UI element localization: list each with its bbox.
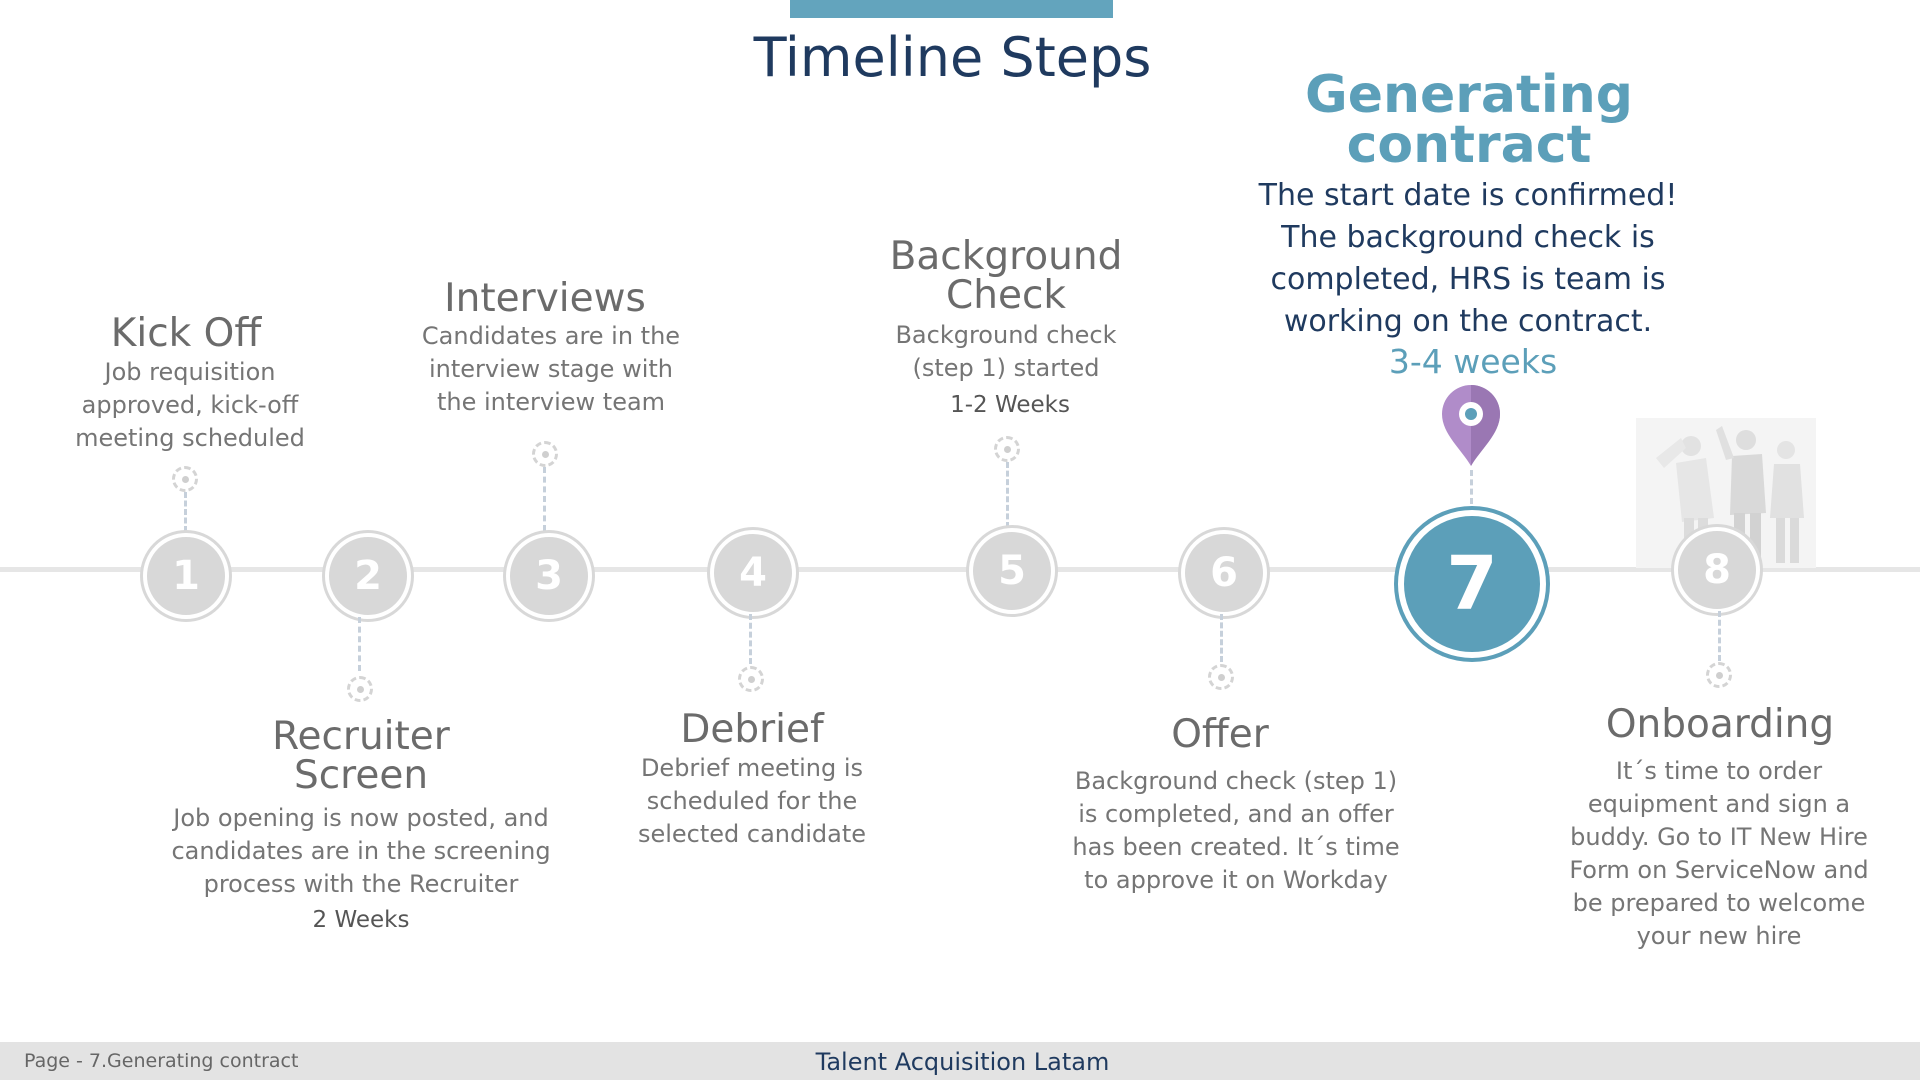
step-4-connector [749, 614, 752, 664]
footer-page-label: Page - 7.Generating contract [24, 1050, 299, 1072]
step-5-duration: 1-2 Weeks [950, 392, 1070, 418]
step-2-connector [358, 617, 361, 671]
step-8-dot-icon [1706, 662, 1732, 688]
header-accent-bar [790, 0, 1113, 18]
step-6-description: Background check (step 1) is completed, … [1072, 767, 1400, 894]
step-8-connector [1718, 611, 1721, 661]
step-8-circle[interactable]: 8 [1674, 527, 1760, 613]
step-5-dot-icon [994, 436, 1020, 462]
step-5-description: Background check (step 1) started [895, 321, 1117, 382]
step-4-description: Debrief meeting is scheduled for the sel… [637, 754, 867, 848]
step-6-dot-icon [1208, 664, 1234, 690]
page-title: Timeline Steps [753, 26, 1152, 89]
step-1-connector [184, 492, 187, 532]
step-3-description: Candidates are in the interview stage wi… [421, 322, 681, 416]
step-1-description: Job requisition approved, kick-off meeti… [75, 358, 305, 452]
step-6-connector [1220, 614, 1223, 662]
step-1-dot-icon [172, 466, 198, 492]
step-2-title: Recruiter Screen [272, 714, 450, 798]
step-6-title: Offer [1171, 712, 1269, 757]
timeline-axis [0, 567, 1920, 572]
step-5-circle[interactable]: 5 [969, 528, 1055, 614]
active-step-description: The start date is confirmed! The backgro… [1258, 178, 1678, 339]
step-4-circle[interactable]: 4 [710, 530, 796, 616]
active-step-duration: 3-4 weeks [1388, 342, 1558, 381]
footer-title: Talent Acquisition Latam [815, 1048, 1110, 1076]
footer-bar [0, 1042, 1920, 1080]
step-3-dot-icon [532, 441, 558, 467]
step-3-connector [543, 467, 546, 531]
active-step-title: Generating contract [1305, 65, 1633, 175]
step-6-circle[interactable]: 6 [1181, 530, 1267, 616]
step-1-circle[interactable]: 1 [143, 533, 229, 619]
step-2-description: Job opening is now posted, and candidate… [171, 804, 551, 898]
step-2-duration: 2 Weeks [312, 907, 410, 933]
step-1-title: Kick Off [110, 311, 262, 356]
step-5-connector [1006, 462, 1009, 528]
step-7-connector [1470, 470, 1473, 504]
step-8-description: It´s time to order equipment and sign a … [1569, 757, 1869, 950]
step-2-circle[interactable]: 2 [325, 533, 411, 619]
step-5-title: Background Check [889, 234, 1123, 318]
step-4-title: Debrief [680, 707, 824, 752]
step-7-circle[interactable]: 7 [1398, 510, 1546, 658]
location-pin-icon [1442, 385, 1500, 466]
step-8-title: Onboarding [1605, 702, 1835, 747]
step-3-title: Interviews [444, 276, 646, 321]
step-4-dot-icon [738, 666, 764, 692]
step-2-dot-icon [347, 676, 373, 702]
step-3-circle[interactable]: 3 [506, 533, 592, 619]
